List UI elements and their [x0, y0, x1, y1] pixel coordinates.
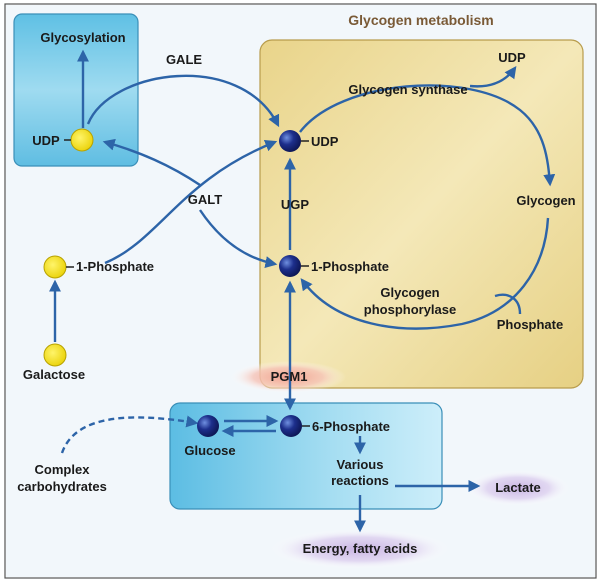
label-udp-left: UDP [32, 133, 60, 148]
label-galt: GALT [188, 192, 222, 207]
arrow-galt-to-1-phosphate [199, 209, 278, 268]
label-energy: Energy, fatty acids [303, 541, 418, 556]
arrow-galt-to-udp [104, 139, 278, 265]
energy-glow [270, 529, 450, 569]
label-galactose: Galactose [23, 367, 85, 382]
udp-galactose-dot [70, 128, 94, 152]
cytosol-box [169, 402, 443, 510]
label-1-phosphate-center: 1-Phosphate [311, 259, 389, 274]
label-glucose: Glucose [184, 443, 235, 458]
glycogen-metabolism-title: Glycogen metabolism [348, 12, 493, 28]
label-glycosylation: Glycosylation [40, 30, 125, 45]
arrow-synthase-udp [469, 66, 517, 88]
label-glycogen-phosphorylase-2: phosphorylase [364, 302, 456, 317]
label-1-phosphate-left: 1-Phosphate [76, 259, 154, 274]
arrow-glycogen-synthase [299, 84, 556, 187]
label-gale: GALE [166, 52, 202, 67]
label-complex-1: Complex [35, 462, 91, 477]
glycogen-metabolism-box [259, 39, 584, 389]
galactose-dot [43, 343, 67, 367]
arrow-gale [86, 74, 280, 128]
label-udp-center: UDP [311, 134, 339, 149]
label-glycogen: Glycogen [516, 193, 575, 208]
label-glycogen-phosphorylase-1: Glycogen [380, 285, 439, 300]
galactose-1-phosphate-dot [43, 255, 67, 279]
label-ugp: UGP [281, 197, 310, 212]
label-various-1: Various [337, 457, 384, 472]
arrow-galt-to-udp-left [102, 138, 201, 186]
arrow-complex-carbohydrates [60, 415, 199, 454]
glycosylation-box [13, 13, 139, 167]
label-6-phosphate: 6-Phosphate [312, 419, 390, 434]
label-various-2: reactions [331, 473, 389, 488]
glucose-1-phosphate-dot [279, 255, 301, 277]
label-lactate: Lactate [495, 480, 541, 495]
label-complex-2: carbohydrates [17, 479, 107, 494]
label-phosphate-right: Phosphate [497, 317, 563, 332]
label-pgm1: PGM1 [271, 369, 308, 384]
arrow-glycogen-phosphorylase [300, 217, 550, 330]
label-glycogen-synthase: Glycogen synthase [348, 82, 467, 97]
glucose-dot [197, 415, 219, 437]
lactate-glow [466, 470, 570, 506]
label-udp-top-right: UDP [498, 50, 526, 65]
glucose-6-phosphate-dot [280, 415, 302, 437]
udp-glucose-dot [279, 130, 301, 152]
arrow-phosphate-in [494, 293, 522, 315]
